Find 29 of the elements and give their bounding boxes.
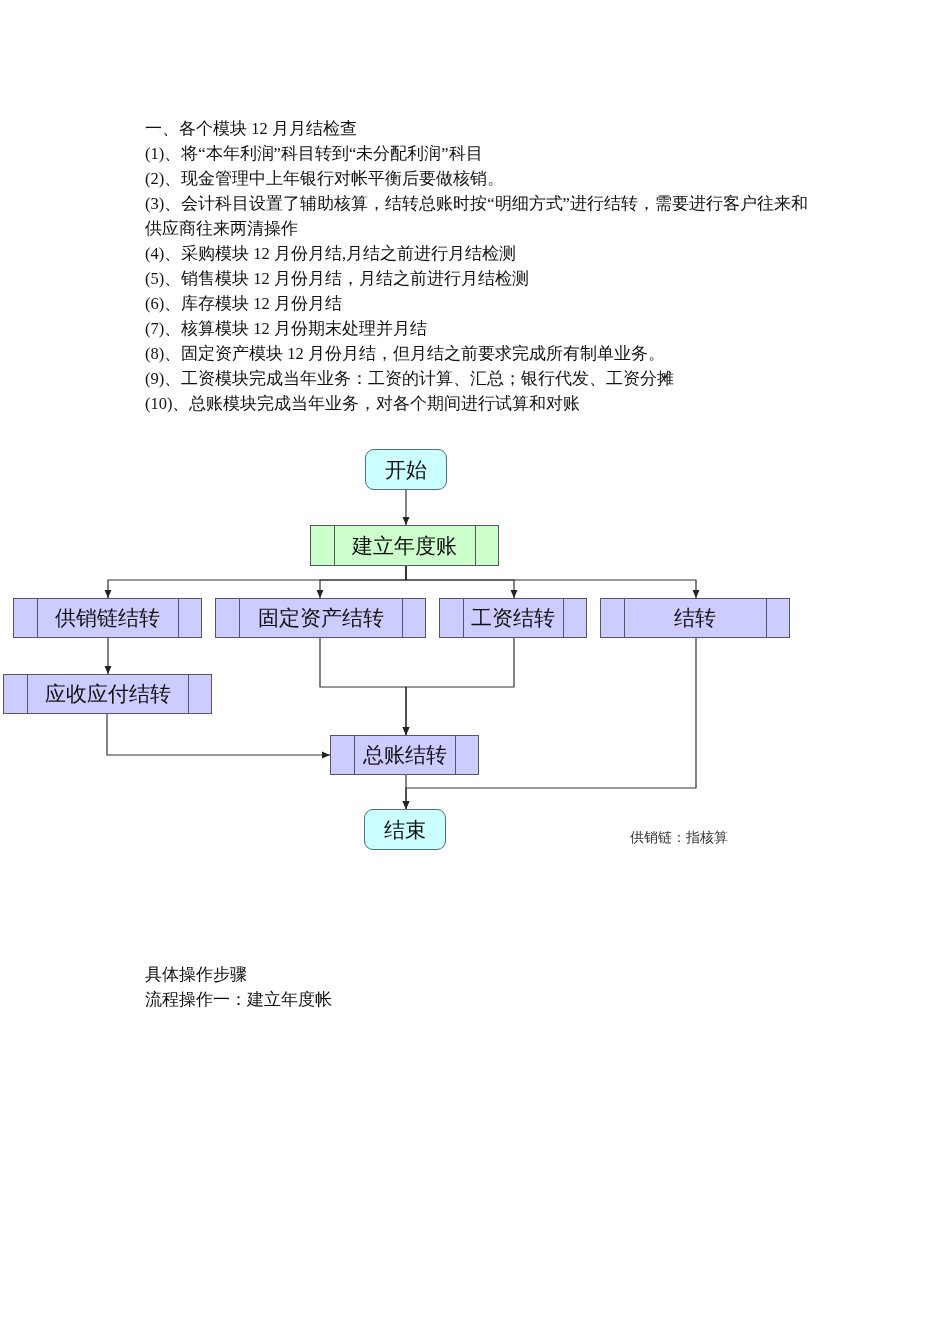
list-item-text: (2)、现金管理中上年银行对帐平衡后要做核销。 bbox=[145, 167, 505, 190]
process-box: 供销链结转 bbox=[13, 598, 202, 638]
terminal-box: 开始 bbox=[365, 449, 447, 490]
process-box: 结转 bbox=[600, 598, 790, 638]
heading-text: 一、各个模块 12 月月结检查 bbox=[145, 117, 357, 140]
process-box: 固定资产结转 bbox=[215, 598, 426, 638]
list-item-text: (9)、工资模块完成当年业务：工资的计算、汇总；银行代发、工资分摊 bbox=[145, 367, 675, 390]
list-item-text: (5)、销售模块 12 月份月结，月结之前进行月结检测 bbox=[145, 267, 529, 290]
arrow bbox=[104, 637, 112, 675]
process-box: 工资结转 bbox=[439, 598, 587, 638]
arrow bbox=[402, 637, 515, 736]
arrow bbox=[402, 637, 697, 810]
arrow bbox=[405, 565, 700, 599]
arrow bbox=[402, 489, 410, 526]
arrow bbox=[106, 713, 331, 759]
list-item-text: (10)、总账模块完成当年业务，对各个期间进行试算和对账 bbox=[145, 392, 581, 415]
section-heading: 具体操作步骤 bbox=[145, 963, 247, 986]
list-item-text: (1)、将“本年利润”科目转到“未分配利润”科目 bbox=[145, 142, 483, 165]
process-box: 应收应付结转 bbox=[3, 674, 212, 714]
list-item-text: (3)、会计科目设置了辅助核算，结转总账时按“明细方式”进行结转，需要进行客户往来和供应商往来两清操作 bbox=[145, 192, 809, 240]
list-item-text: (7)、核算模块 12 月份期末处理并月结 bbox=[145, 317, 427, 340]
process-box: 总账结转 bbox=[330, 735, 479, 775]
step-heading: 流程操作一：建立年度帐 bbox=[145, 988, 332, 1011]
process-box: 建立年度账 bbox=[310, 525, 499, 566]
terminal-box: 结束 bbox=[364, 809, 446, 850]
list-item-text: (6)、库存模块 12 月份月结 bbox=[145, 292, 342, 315]
list-item-text: (4)、采购模块 12 月份月结,月结之前进行月结检测 bbox=[145, 242, 517, 265]
list-item-text: (8)、固定资产模块 12 月份月结，但月结之前要求完成所有制单业务。 bbox=[145, 342, 665, 365]
note-text: 供销链：指核算 bbox=[630, 828, 728, 847]
